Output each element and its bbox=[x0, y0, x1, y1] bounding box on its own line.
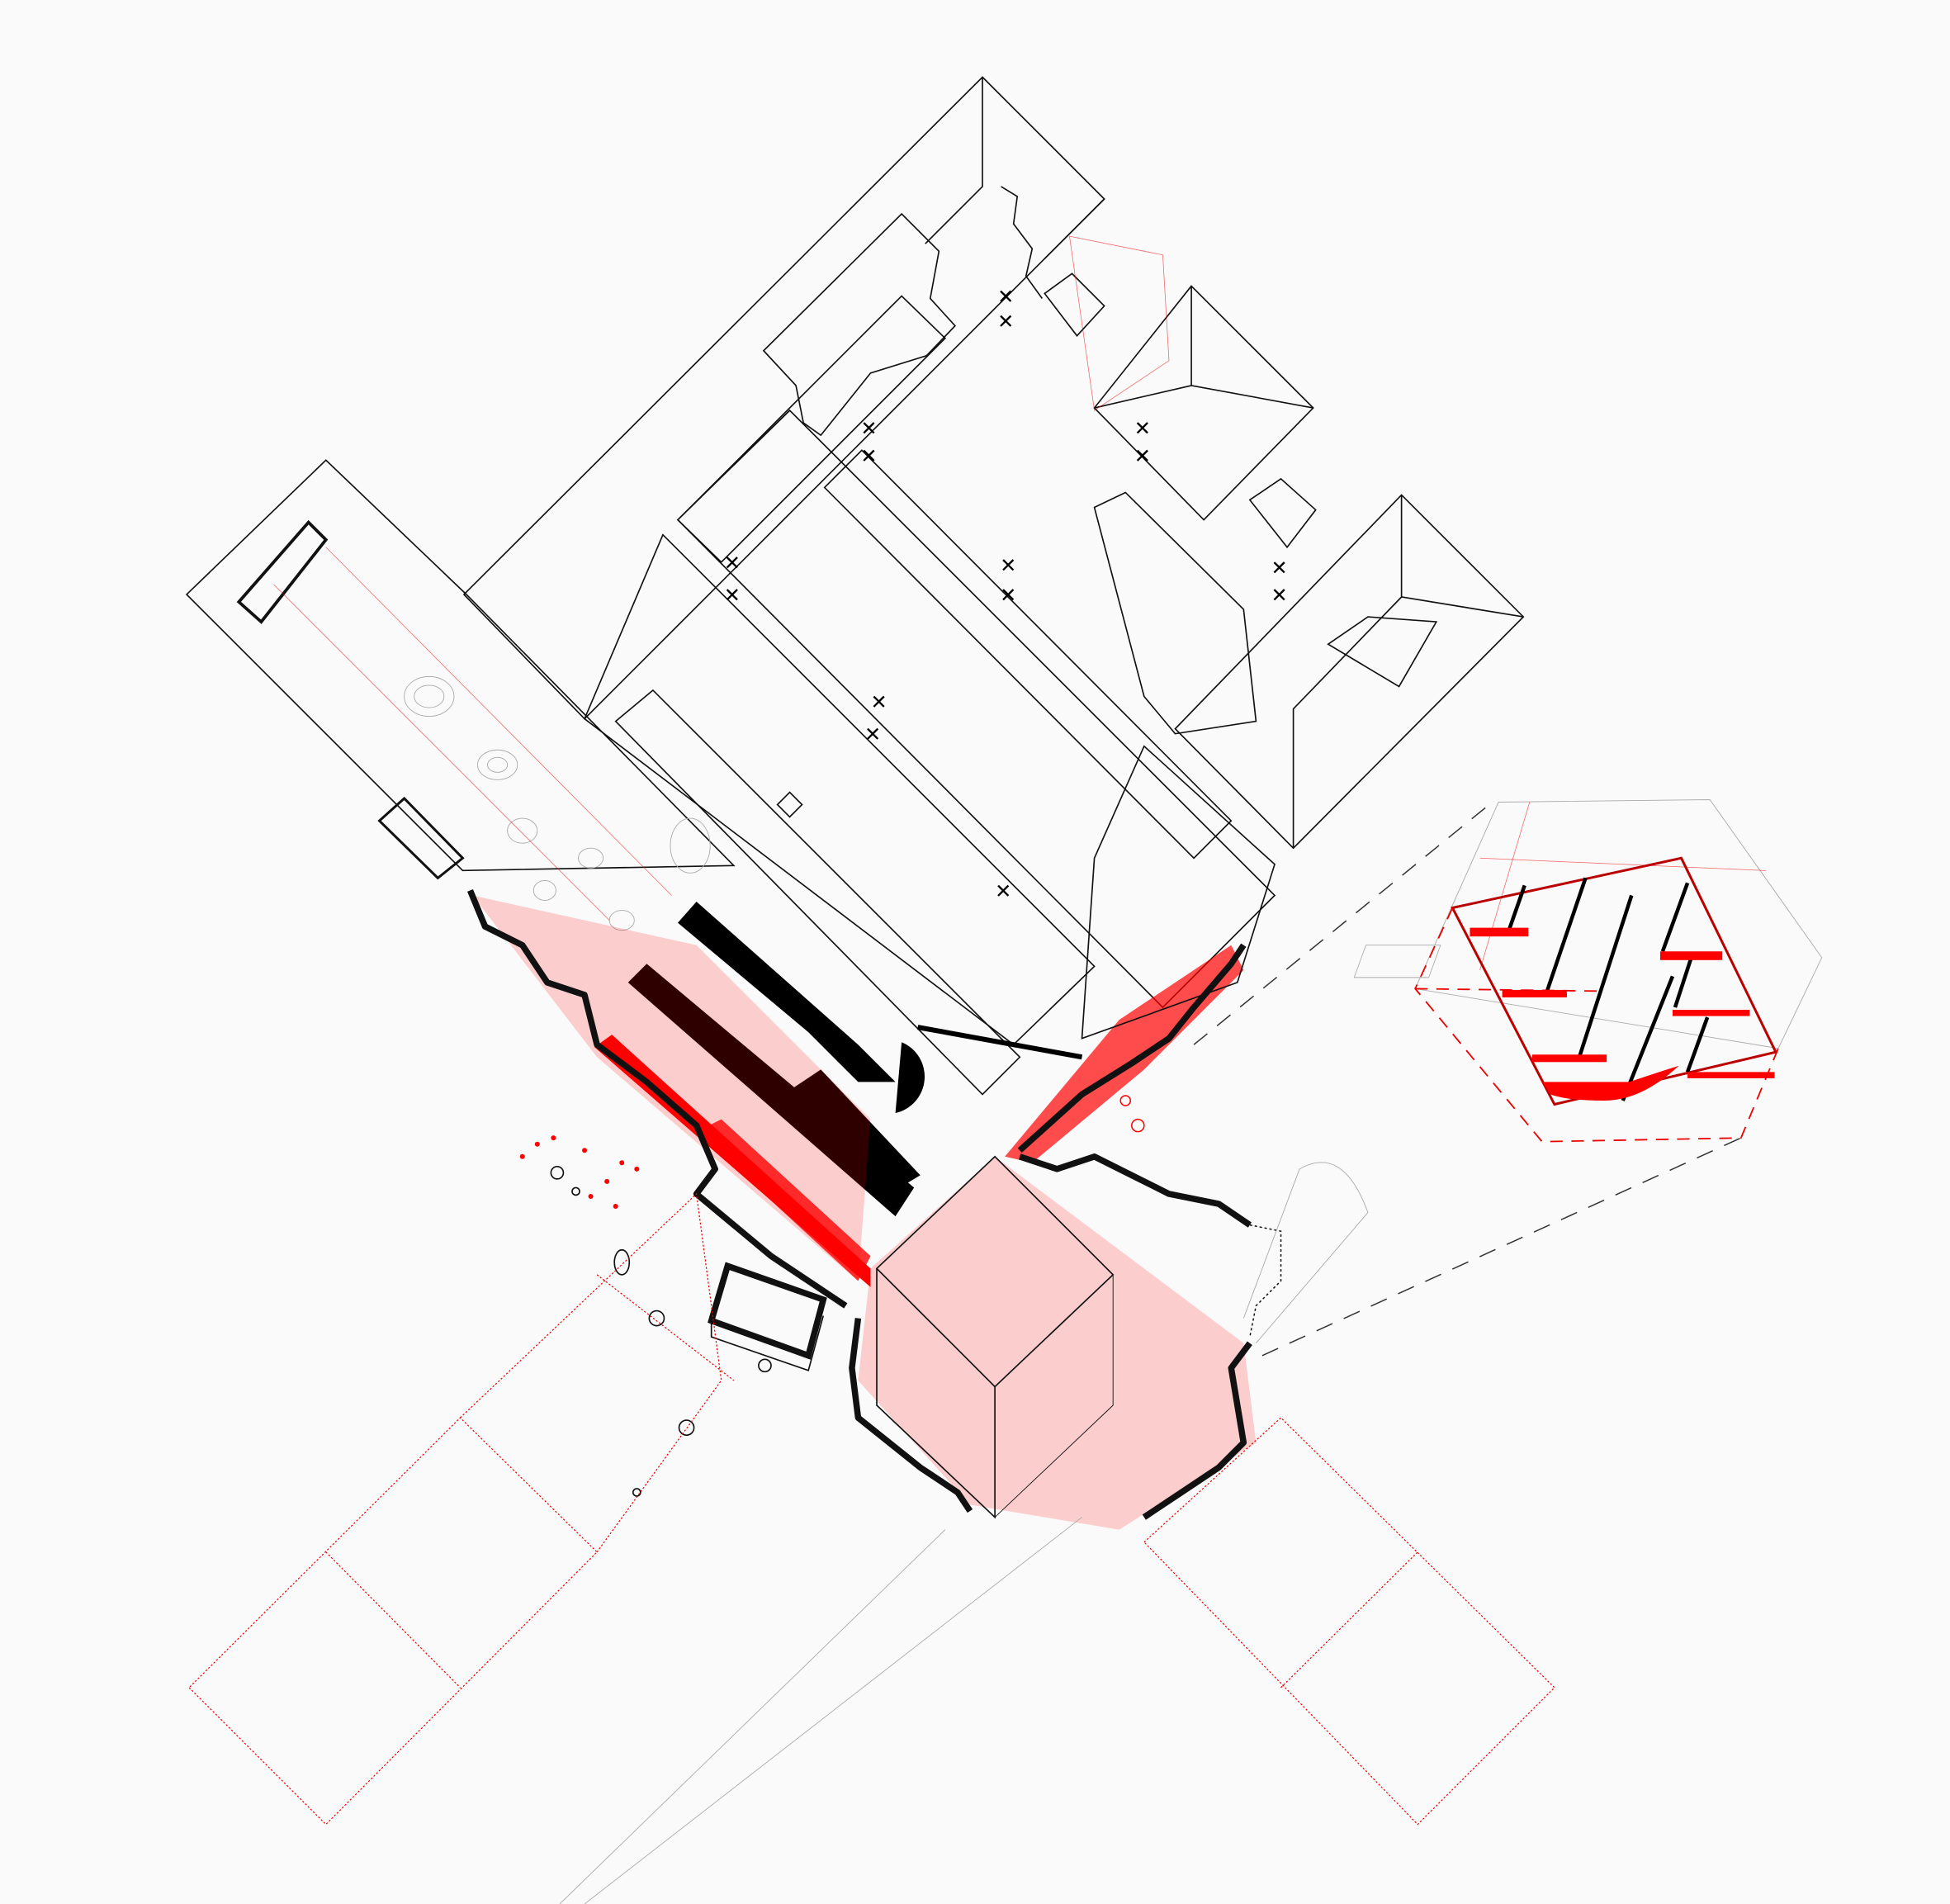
central-long-roof bbox=[584, 409, 1276, 1096]
detail-callout-lines bbox=[1193, 801, 1742, 1357]
svg-text:✕: ✕ bbox=[1000, 554, 1016, 577]
section-cut-red bbox=[472, 895, 1257, 1530]
tree-circles bbox=[550, 1165, 772, 1497]
stair-ramp bbox=[1353, 945, 1441, 978]
main-building-roof bbox=[462, 76, 1105, 720]
right-building bbox=[1093, 477, 1525, 850]
ground-grid-left bbox=[188, 1192, 735, 1826]
svg-text:✕: ✕ bbox=[724, 584, 741, 607]
ground-grid-right bbox=[1143, 1417, 1555, 1826]
svg-text:✕: ✕ bbox=[997, 286, 1014, 309]
svg-text:✕: ✕ bbox=[870, 691, 887, 714]
red-scatter-points bbox=[519, 1095, 1145, 1210]
shelf-red-edges bbox=[1470, 927, 1775, 1101]
central-box-volume bbox=[875, 745, 1276, 1519]
svg-text:✕: ✕ bbox=[1134, 444, 1151, 467]
section-cut-walls bbox=[627, 901, 1083, 1217]
svg-text:✕: ✕ bbox=[864, 723, 881, 746]
svg-text:✕: ✕ bbox=[860, 417, 877, 440]
upper-right-building bbox=[1044, 235, 1314, 521]
terrain-patch-roof bbox=[762, 186, 1044, 437]
svg-text:✕: ✕ bbox=[860, 444, 877, 467]
detail-inset bbox=[1353, 799, 1823, 1143]
svg-text:✕: ✕ bbox=[1271, 584, 1287, 607]
left-long-building bbox=[185, 459, 736, 931]
small-shed bbox=[708, 1262, 827, 1371]
road-lines bbox=[559, 1162, 1369, 1904]
svg-text:✕: ✕ bbox=[724, 552, 741, 575]
svg-text:✕: ✕ bbox=[1000, 584, 1016, 607]
column-markers: ✕ ✕ ✕ ✕ ✕ ✕ ✕ ✕ ✕ ✕ ✕ ✕ ✕ ✕ ✕ bbox=[724, 286, 1288, 903]
shelf-walls bbox=[1505, 877, 1710, 1101]
terrain-edges bbox=[467, 889, 1282, 1520]
svg-text:✕: ✕ bbox=[995, 879, 1011, 902]
svg-text:✕: ✕ bbox=[997, 310, 1014, 334]
svg-text:✕: ✕ bbox=[1271, 557, 1287, 580]
svg-text:✕: ✕ bbox=[1134, 417, 1151, 440]
